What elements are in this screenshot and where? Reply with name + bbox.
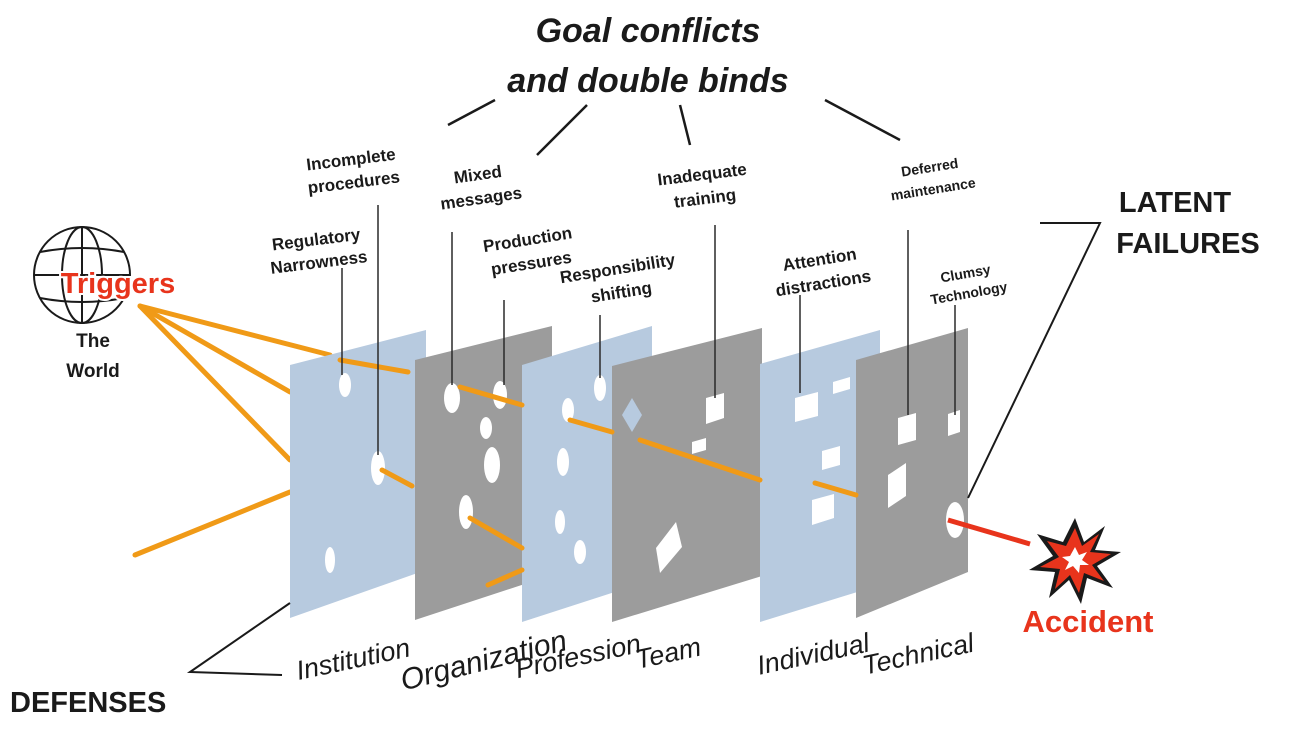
connector-line — [678, 104, 692, 146]
layer-hole — [480, 417, 492, 439]
connector-line — [536, 104, 588, 156]
globe-parallel — [39, 247, 125, 253]
trigger-ray — [137, 303, 293, 463]
layer-hole — [594, 375, 606, 401]
trajectory-segment — [379, 467, 415, 489]
failure-labels: Incomplete procedures Regulatory Narrown… — [269, 145, 872, 307]
title-line-2: and double binds — [507, 62, 788, 100]
failure-labels-small: Deferred maintenance Clumsy Technology — [890, 155, 1009, 308]
trajectory-segment — [485, 567, 525, 588]
layer-hole — [459, 495, 473, 529]
world-label-1: The — [76, 331, 110, 352]
trajectory-segment — [567, 417, 615, 435]
layer-individual — [760, 330, 880, 622]
layer-name-technical: Technical — [860, 628, 978, 681]
label-mixed-messages-1: Mixed — [453, 162, 503, 188]
layer-hole — [444, 383, 460, 413]
layer-panel — [612, 328, 762, 622]
layer-hole — [833, 377, 850, 394]
globe-parallel — [39, 297, 125, 303]
pointer-lines — [341, 205, 956, 455]
trigger-ray — [132, 489, 293, 558]
latent-failures-line-1: LATENT — [1119, 187, 1232, 219]
explosion-icon — [1029, 518, 1121, 604]
layer-hole — [555, 510, 565, 534]
layer-hole — [339, 373, 351, 397]
explosion-core — [1062, 547, 1089, 573]
layer-name-institution: Institution — [293, 633, 412, 686]
layer-hole — [888, 463, 906, 508]
triggers-label: Triggers — [61, 268, 175, 300]
trajectory-segment — [637, 437, 763, 483]
layer-hole — [557, 448, 569, 476]
layer-name-team: Team — [632, 632, 703, 675]
label-mixed-messages-2: messages — [439, 183, 523, 213]
trajectory-segment — [457, 384, 525, 408]
accident-label: Accident — [1023, 604, 1154, 639]
trigger-ray — [137, 303, 333, 358]
layer-institution — [290, 330, 426, 618]
defenses-pointer — [186, 602, 291, 676]
trajectory-segment — [337, 357, 411, 375]
layer-names: Institution Organization Profession Team… — [293, 624, 977, 697]
connector-line — [824, 98, 901, 142]
layer-hole — [948, 410, 960, 436]
latent-failures-line-2: FAILURES — [1116, 228, 1259, 260]
layer-hole — [562, 398, 574, 422]
globe-icon — [33, 226, 131, 324]
title-connectors — [447, 98, 901, 156]
trigger-ray — [137, 303, 293, 395]
layer-hole — [325, 547, 335, 573]
layer-hole — [898, 413, 916, 445]
accident-path — [947, 517, 1031, 547]
layer-hole — [484, 447, 500, 483]
latent-failures-pointer — [967, 222, 1102, 499]
title-line-1: Goal conflicts — [536, 12, 761, 50]
world-label-2: World — [66, 361, 119, 382]
label-responsibility-shifting-2: shifting — [590, 278, 654, 306]
trajectory — [337, 357, 859, 588]
layer-hole — [622, 398, 642, 432]
layer-hole — [656, 522, 682, 573]
layer-technical — [856, 328, 968, 618]
layer-team — [612, 328, 762, 622]
layer-hole — [706, 393, 724, 424]
connector-line — [447, 98, 496, 127]
label-responsibility-shifting-1: Responsibility — [559, 250, 677, 287]
layer-panel — [760, 330, 880, 622]
layer-hole — [795, 392, 818, 422]
label-deferred-maintenance-1: Deferred — [900, 155, 959, 180]
layer-hole — [812, 494, 834, 525]
layer-hole — [822, 446, 840, 470]
trajectory-segment — [467, 515, 525, 551]
layer-hole — [692, 438, 706, 454]
defenses-label: DEFENSES — [10, 687, 166, 719]
trigger-rays — [132, 303, 333, 558]
trajectory-segment — [812, 480, 859, 498]
layer-panel — [290, 330, 426, 618]
label-inadequate-training-2: training — [673, 185, 737, 211]
layer-panel — [856, 328, 968, 618]
layer-hole — [574, 540, 586, 564]
layer-hole — [371, 451, 385, 485]
layer-name-individual: Individual — [754, 627, 873, 680]
